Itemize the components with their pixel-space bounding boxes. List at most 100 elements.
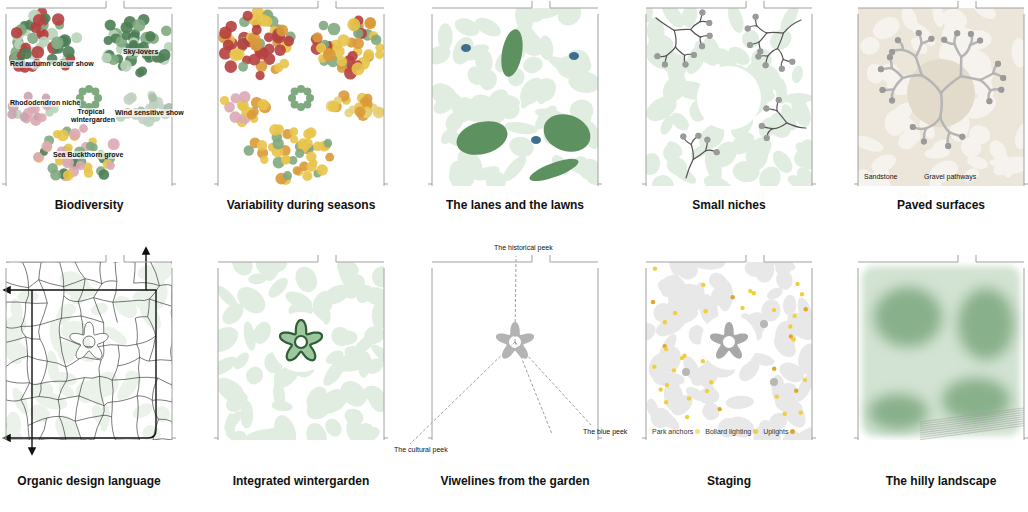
path-line bbox=[892, 68, 903, 78]
niche bbox=[745, 25, 751, 31]
niche bbox=[704, 137, 710, 143]
niche bbox=[714, 149, 720, 155]
light-dot bbox=[791, 337, 795, 341]
tree-dot bbox=[317, 164, 328, 175]
site-outline bbox=[218, 1, 384, 186]
path-line bbox=[961, 45, 970, 57]
planting-cell bbox=[766, 25, 796, 54]
tree-dot bbox=[7, 110, 17, 120]
site-outline bbox=[2, 184, 176, 185]
planting-cell bbox=[446, 159, 473, 186]
planting-cell bbox=[232, 282, 270, 319]
niche bbox=[680, 134, 686, 140]
tree-dot bbox=[352, 62, 365, 75]
planting-cell bbox=[504, 120, 539, 136]
planting-cell bbox=[869, 13, 903, 44]
planting-cell bbox=[371, 302, 384, 329]
map-label: Sandstone bbox=[864, 173, 897, 181]
tree-dot bbox=[20, 112, 29, 121]
niche bbox=[763, 62, 769, 68]
site-outline bbox=[428, 438, 602, 439]
niche bbox=[753, 14, 759, 20]
site-outline bbox=[858, 255, 1024, 440]
path-line bbox=[674, 30, 676, 47]
map-label: Gravel pathways bbox=[924, 173, 976, 181]
planting-cell bbox=[869, 151, 899, 176]
path-line bbox=[778, 49, 784, 60]
niche bbox=[714, 149, 720, 155]
planting-cell bbox=[327, 323, 354, 350]
path-line bbox=[903, 75, 922, 78]
contour bbox=[920, 423, 1024, 437]
light-dot bbox=[731, 295, 735, 299]
planting-cell bbox=[665, 67, 686, 89]
tree-dot bbox=[239, 91, 251, 103]
planting-cell bbox=[229, 430, 247, 440]
niche bbox=[889, 49, 895, 55]
tree-dot bbox=[63, 170, 74, 181]
planting-cell bbox=[585, 168, 598, 186]
map-label: The historical peek bbox=[494, 244, 553, 252]
light-dot bbox=[804, 307, 808, 311]
niche bbox=[986, 98, 992, 104]
planting-cell bbox=[791, 422, 812, 440]
tree-dot bbox=[102, 53, 112, 63]
planting-cell bbox=[796, 341, 812, 376]
light-dot bbox=[651, 300, 655, 304]
tree-dot bbox=[225, 60, 238, 73]
site-outline bbox=[214, 184, 388, 185]
niche bbox=[941, 37, 947, 43]
zone-label: Red autumn colour show bbox=[9, 60, 95, 68]
niche bbox=[789, 59, 795, 65]
light-dot bbox=[794, 389, 798, 393]
hill bbox=[868, 394, 928, 430]
niche bbox=[699, 43, 705, 49]
niche bbox=[895, 37, 901, 43]
planting-cell bbox=[345, 415, 365, 440]
planting-cell bbox=[939, 9, 970, 44]
tree-dot bbox=[229, 49, 241, 61]
path-line bbox=[960, 57, 963, 77]
niche bbox=[878, 66, 884, 72]
niche bbox=[895, 37, 901, 43]
planting-cell bbox=[242, 320, 258, 351]
tree-dot bbox=[248, 54, 260, 66]
panel-title: Paved surfaces bbox=[828, 198, 1028, 212]
planting-cell bbox=[432, 41, 454, 68]
light-dot bbox=[705, 389, 709, 393]
planting-cell bbox=[765, 285, 785, 302]
cell-lines bbox=[6, 262, 172, 440]
contour bbox=[920, 410, 1024, 424]
niche bbox=[959, 134, 965, 140]
wintergarden bbox=[710, 322, 748, 359]
tree-dot bbox=[79, 124, 88, 133]
tree-dot bbox=[363, 94, 372, 103]
tree-dot bbox=[273, 138, 284, 149]
tree-dot bbox=[138, 66, 147, 75]
planting-cell bbox=[732, 160, 761, 184]
path-line bbox=[980, 74, 993, 81]
planting-cell bbox=[971, 8, 999, 23]
planting-cell bbox=[1011, 38, 1024, 68]
light-dot bbox=[803, 378, 807, 382]
niche bbox=[889, 49, 895, 55]
wintergarden-outline bbox=[70, 322, 108, 359]
tree-dot bbox=[319, 21, 329, 31]
planting-cell bbox=[793, 164, 812, 186]
legend-text: Uplights bbox=[763, 428, 788, 435]
panel-title: Staging bbox=[616, 474, 842, 488]
site-outline bbox=[642, 184, 816, 185]
niche bbox=[699, 10, 705, 16]
niche bbox=[1000, 75, 1006, 81]
path-line bbox=[691, 30, 701, 38]
niche bbox=[764, 135, 770, 141]
planting-cell bbox=[793, 139, 812, 160]
niche bbox=[878, 66, 884, 72]
niche bbox=[986, 98, 992, 104]
tree-dot bbox=[256, 71, 265, 80]
tree-dot bbox=[325, 153, 334, 162]
planting-cell bbox=[907, 18, 939, 50]
tree-dot bbox=[51, 36, 64, 49]
zone-label: Rhododendron niche bbox=[9, 99, 81, 107]
tree-dot bbox=[69, 128, 81, 140]
